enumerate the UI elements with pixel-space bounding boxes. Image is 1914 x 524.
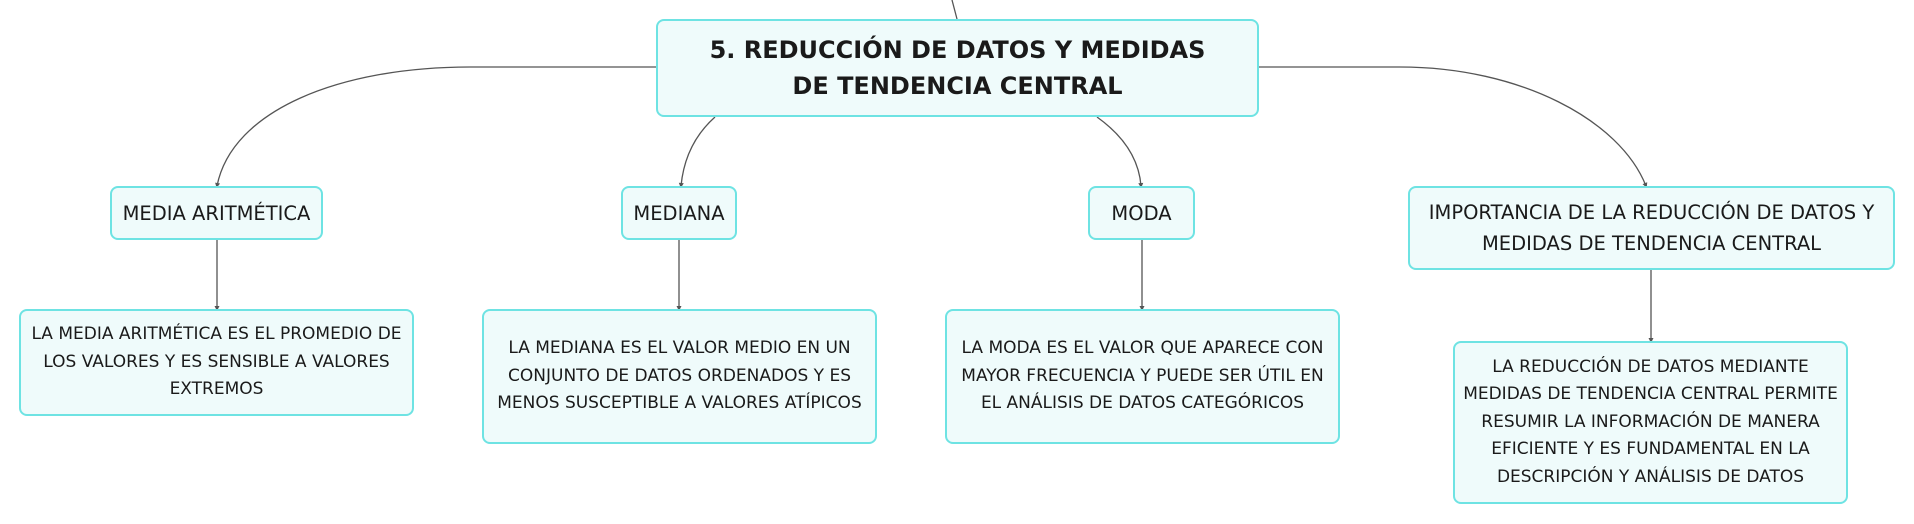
topic-media-aritmetica[interactable]: MEDIA ARITMÉTICA: [110, 186, 323, 240]
topic-label: MODA: [1111, 201, 1172, 225]
detail-media-aritmetica[interactable]: LA MEDIA ARITMÉTICA ES EL PROMEDIO DE LO…: [19, 309, 414, 416]
topic-importancia[interactable]: IMPORTANCIA DE LA REDUCCIÓN DE DATOS Y M…: [1408, 186, 1895, 270]
detail-importancia[interactable]: LA REDUCCIÓN DE DATOS MEDIANTE MEDIDAS D…: [1453, 341, 1848, 504]
detail-text: LA MEDIA ARITMÉTICA ES EL PROMEDIO DE LO…: [31, 324, 402, 400]
main-topic-node[interactable]: 5. REDUCCIÓN DE DATOS Y MEDIDAS DE TENDE…: [656, 19, 1259, 117]
connector-main-to-mediana: [678, 116, 716, 188]
detail-moda[interactable]: LA MODA ES EL VALOR QUE APARECE CON MAYO…: [945, 309, 1340, 444]
topic-moda[interactable]: MODA: [1088, 186, 1195, 240]
topic-label: IMPORTANCIA DE LA REDUCCIÓN DE DATOS Y M…: [1428, 201, 1875, 255]
detail-text: LA MEDIANA ES EL VALOR MEDIO EN UN CONJU…: [497, 338, 862, 414]
topic-label: MEDIANA: [633, 201, 725, 225]
connector-main-to-importancia: [1259, 66, 1648, 188]
topic-label: MEDIA ARITMÉTICA: [122, 201, 311, 225]
topic-mediana[interactable]: MEDIANA: [621, 186, 737, 240]
detail-text: LA REDUCCIÓN DE DATOS MEDIANTE MEDIDAS D…: [1463, 356, 1838, 487]
connector-parent: [951, 0, 958, 20]
detail-text: LA MODA ES EL VALOR QUE APARECE CON MAYO…: [961, 338, 1324, 414]
main-topic-title: 5. REDUCCIÓN DE DATOS Y MEDIDAS DE TENDE…: [709, 36, 1206, 100]
connector-main-to-moda: [1096, 116, 1144, 188]
connector-main-to-media: [215, 66, 656, 188]
detail-mediana[interactable]: LA MEDIANA ES EL VALOR MEDIO EN UN CONJU…: [482, 309, 877, 444]
